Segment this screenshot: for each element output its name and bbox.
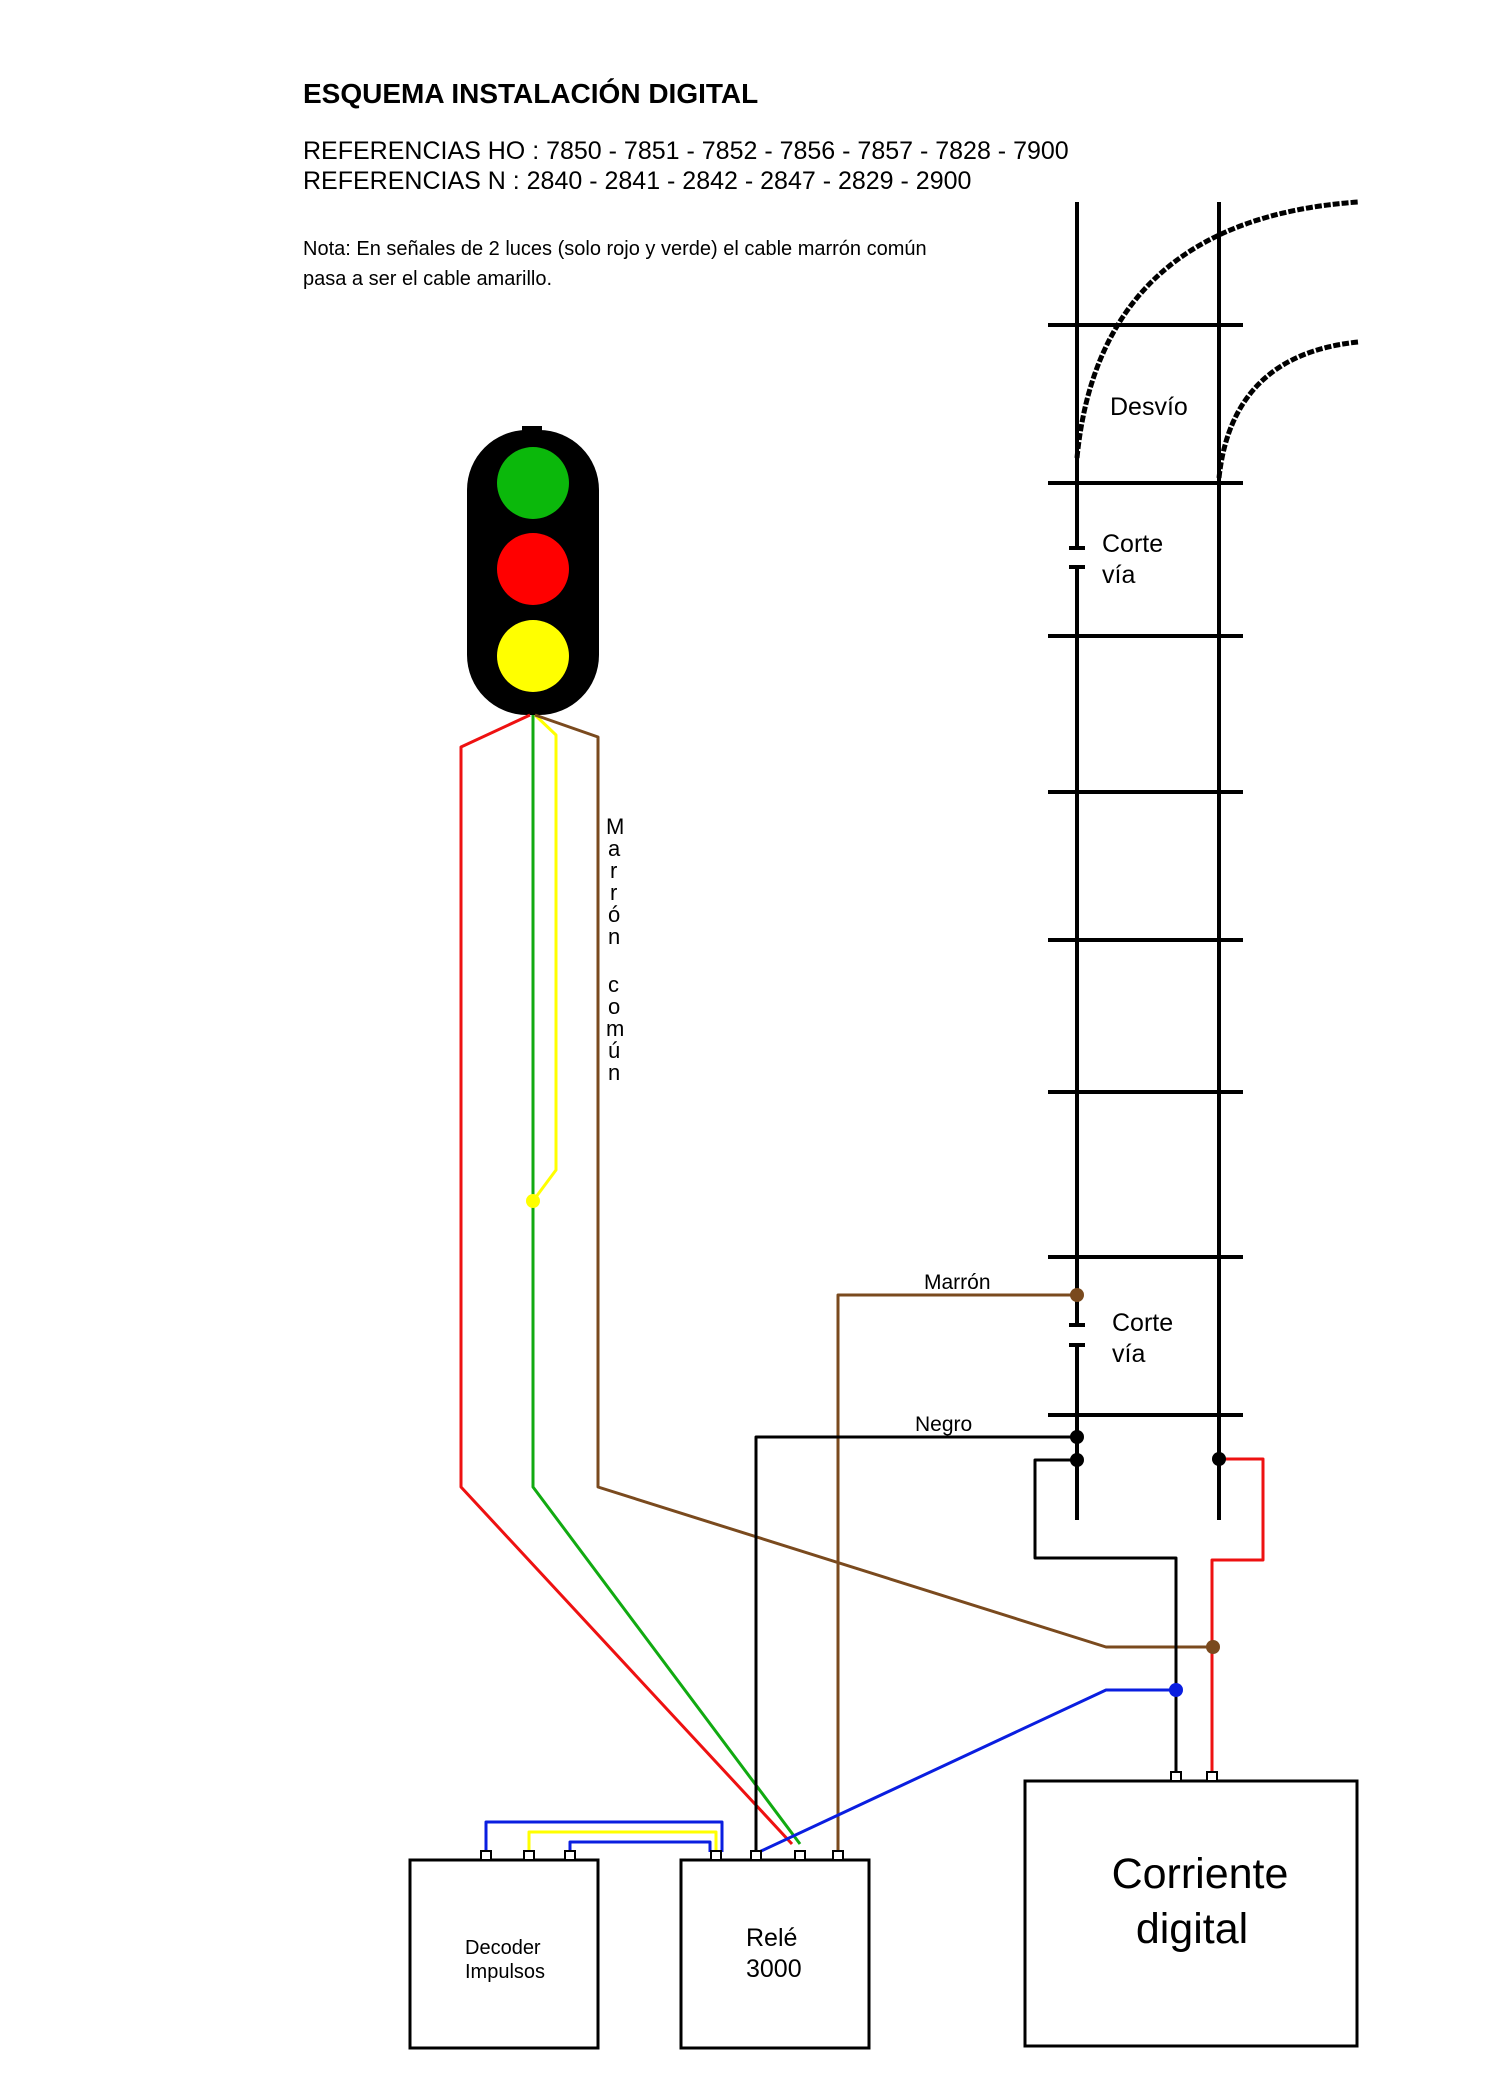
wire-green-signal (531, 715, 802, 1845)
corte-via-2-line1: Corte (1112, 1309, 1173, 1337)
decoder-label-line1: Decoder (465, 1937, 541, 1959)
signal-light-green (497, 447, 569, 519)
turnout-curve-outer (1074, 199, 1359, 459)
wire-yellow-decoder (527, 1830, 718, 1852)
decoder-body (408, 1858, 600, 2050)
wire-yellow-signal (531, 713, 558, 1202)
corriente-terminal (1206, 1771, 1218, 1782)
rele-box: Relé 3000 (679, 1850, 871, 2050)
vertical-letter: o (608, 994, 620, 1019)
track (1048, 199, 1359, 1520)
wire-black-power (1033, 1458, 1178, 1773)
desvio-label: Desvío (1110, 393, 1188, 421)
wire-red-signal (459, 713, 794, 1846)
rele-terminal (794, 1850, 806, 1861)
wire-blue-decoder-1 (484, 1820, 724, 1852)
vertical-letter: n (608, 1060, 620, 1085)
vertical-letter: M (606, 814, 624, 839)
wire-label-negro: Negro (915, 1413, 972, 1436)
decoder-terminal (564, 1850, 576, 1861)
signal-light-red (497, 533, 569, 605)
wires (459, 713, 1265, 1854)
corte-via-2-line2: vía (1112, 1340, 1145, 1368)
junction-dot-black-1 (1070, 1430, 1084, 1444)
rele-body (679, 1858, 871, 2050)
corte-via-1-line1: Corte (1102, 530, 1163, 558)
signal-light-yellow (497, 620, 569, 692)
junction-dot-black-2 (1070, 1453, 1084, 1467)
rele-terminal (710, 1850, 722, 1861)
page-title: ESQUEMA INSTALACIÓN DIGITAL (303, 78, 758, 109)
rele-terminal (750, 1850, 762, 1861)
turnout-curve-inner (1216, 339, 1359, 479)
signal-top-tab (522, 426, 542, 434)
decoder-box: Decoder Impulsos (408, 1850, 600, 2050)
wire-black-track (754, 1435, 1077, 1852)
vertical-letter: c (608, 972, 619, 997)
vertical-letter: r (610, 858, 617, 883)
corriente-body (1023, 1779, 1359, 2048)
wire-brown-track (836, 1293, 1077, 1852)
vertical-letter: ó (608, 902, 620, 927)
corriente-terminal (1170, 1771, 1182, 1782)
wire-red-power (1210, 1457, 1265, 1773)
junction-dot-brown-power (1206, 1640, 1220, 1654)
note-line-2: pasa a ser el cable amarillo. (303, 268, 552, 290)
wire-blue-power (758, 1688, 1176, 1854)
corte-via-1-line2: vía (1102, 561, 1135, 589)
note-line-1: Nota: En señales de 2 luces (solo rojo y… (303, 238, 927, 260)
junction-dot-blue (1169, 1683, 1183, 1697)
vertical-letter: m (606, 1016, 624, 1041)
decoder-terminal (480, 1850, 492, 1861)
vertical-letter: ú (608, 1038, 620, 1063)
wire-blue-decoder-2 (568, 1840, 712, 1852)
decoder-label-line2: Impulsos (465, 1961, 545, 1983)
wire-label-marron-comun: M a r r ó n c o m ú n (606, 814, 624, 1085)
wire-label-marron: Marrón (924, 1271, 991, 1294)
corriente-digital-box: Corriente digital (1023, 1771, 1359, 2048)
rele-terminal (832, 1850, 844, 1861)
decoder-terminal (523, 1850, 535, 1861)
rele-label-line2: 3000 (746, 1955, 802, 1983)
junction-dot-brown-track (1070, 1288, 1084, 1302)
signal-head (467, 426, 599, 715)
corriente-label-line2: digital (1136, 1905, 1248, 1953)
rele-label-line1: Relé (746, 1924, 797, 1952)
junction-dot-yellow (526, 1194, 540, 1208)
vertical-letter: n (608, 924, 620, 949)
vertical-letter: r (610, 880, 617, 905)
references-n: REFERENCIAS N : 2840 - 2841 - 2842 - 284… (303, 167, 971, 195)
corriente-label-line1: Corriente (1112, 1850, 1289, 1898)
wire-brown-common (534, 713, 1213, 1649)
junction-dot-black-3 (1212, 1452, 1226, 1466)
vertical-letter: a (608, 836, 621, 861)
references-ho: REFERENCIAS HO : 7850 - 7851 - 7852 - 78… (303, 137, 1069, 165)
